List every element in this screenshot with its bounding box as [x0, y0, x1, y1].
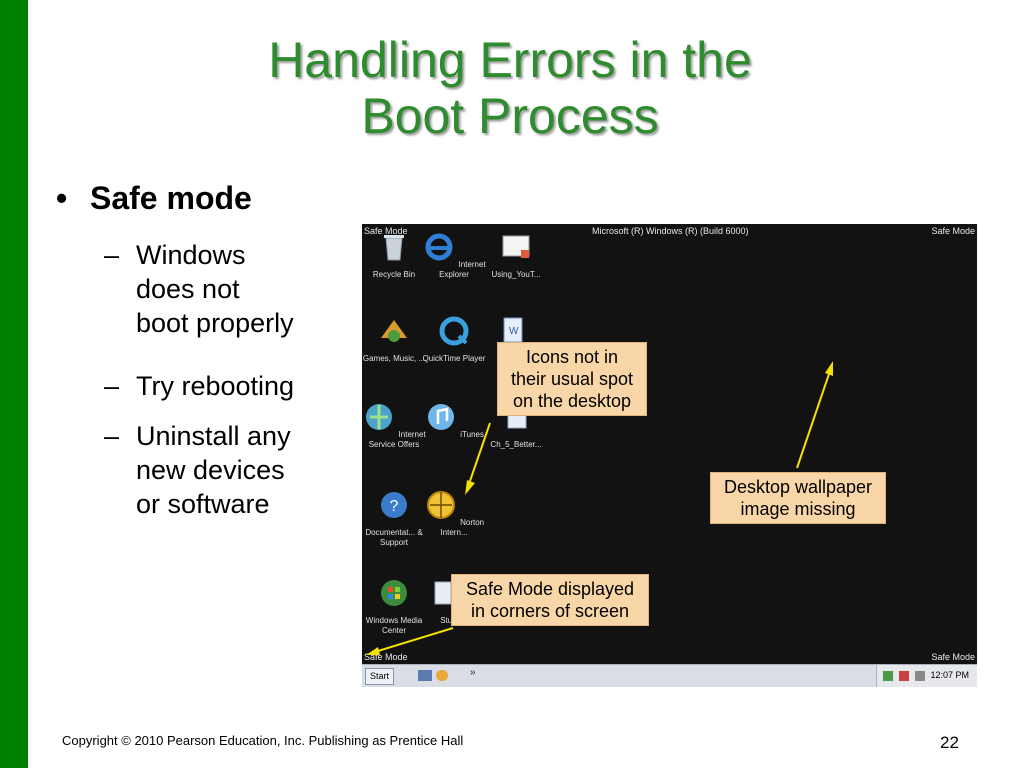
- dash-icon: –: [104, 371, 120, 401]
- icon-label: QuickTime Player: [422, 354, 486, 363]
- desktop-icon-games[interactable]: Games, Music, ...: [362, 314, 426, 364]
- arrow-to-wallpaper: [796, 373, 830, 469]
- arrow-to-icons: [469, 422, 491, 482]
- bullet-safe-mode: • Safe mode: [56, 180, 252, 217]
- help-support-icon: ?: [381, 492, 407, 518]
- corner-label-top-left: Safe Mode: [364, 226, 408, 236]
- dash-icon: –: [104, 421, 120, 451]
- window-build-caption: Microsoft (R) Windows (R) (Build 6000): [592, 226, 749, 236]
- dash-icon: –: [104, 240, 120, 270]
- bullet-text: Safe mode: [90, 180, 252, 216]
- document-shortcut-icon: [502, 235, 530, 258]
- title-line-1: Handling Errors in the: [268, 32, 752, 88]
- icon-label: Games, Music, ...: [362, 354, 426, 363]
- internet-explorer-icon: [425, 233, 453, 261]
- sub-item-windows: – Windows does not boot properly: [104, 238, 344, 348]
- callout-icons: Icons not in their usual spot on the des…: [497, 342, 647, 416]
- icon-label: Internet Explorer: [439, 260, 486, 279]
- show-desktop-icon[interactable]: [418, 670, 432, 681]
- start-button[interactable]: Start: [365, 668, 395, 685]
- page-number: 22: [940, 733, 959, 752]
- svg-text:W: W: [509, 326, 519, 337]
- desktop-icon-help-support[interactable]: ? Documentat... & Support: [362, 488, 426, 548]
- icon-label: Internet Service Offers: [368, 430, 426, 449]
- arrow-to-corner: [377, 627, 454, 652]
- green-side-bar: [0, 0, 28, 768]
- bullet-icon: •: [56, 180, 68, 216]
- chevron-right-icon[interactable]: »: [470, 667, 476, 678]
- svg-text:?: ?: [390, 498, 399, 515]
- icon-label: Norton Intern...: [440, 518, 485, 537]
- icon-label: Recycle Bin: [372, 270, 416, 279]
- volume-icon[interactable]: [915, 671, 925, 681]
- corner-label-top-right: Safe Mode: [931, 226, 975, 236]
- icon-label: Documentat... & Support: [365, 528, 423, 547]
- corner-label-bottom-left: Safe Mode: [364, 652, 408, 662]
- games-icon: [381, 320, 407, 342]
- icon-label: Windows Media Center: [365, 616, 423, 635]
- arrowhead-wallpaper: [825, 361, 833, 376]
- desktop-icon-quicktime[interactable]: QuickTime Player: [422, 314, 486, 364]
- copyright-footer: Copyright © 2010 Pearson Education, Inc.…: [62, 733, 464, 748]
- icon-label: iTunes: [460, 430, 484, 439]
- media-center-icon: [381, 580, 407, 606]
- corner-label-bottom-right: Safe Mode: [931, 652, 975, 662]
- desktop-icon-itunes[interactable]: iTunes: [422, 400, 486, 440]
- title-line-2: Boot Process: [361, 88, 659, 144]
- callout-safe-mode: Safe Mode displayed in corners of screen: [451, 574, 649, 626]
- desktop-icon-media-center[interactable]: Windows Media Center: [362, 576, 426, 636]
- sub-item-reboot: – Try rebooting: [104, 369, 344, 405]
- arrowhead-corner: [366, 647, 380, 655]
- network-icon[interactable]: [883, 671, 893, 681]
- icon-label: Ch_5_Better...: [490, 440, 542, 449]
- taskbar: Start » 12:07 PM: [362, 664, 977, 687]
- desktop-icon-internet-explorer[interactable]: Internet Explorer: [422, 230, 486, 280]
- arrowhead-icons: [465, 480, 475, 495]
- slide-title: Handling Errors in the Boot Process: [190, 32, 830, 144]
- callout-wallpaper: Desktop wallpaper image missing: [710, 472, 886, 524]
- desktop-icon-service-offers[interactable]: Internet Service Offers: [362, 400, 426, 450]
- norton-icon: [426, 491, 455, 519]
- sub-item-text: Try rebooting: [136, 371, 295, 401]
- desktop-icon-recycle-bin[interactable]: Recycle Bin: [362, 230, 426, 280]
- sub-item-text: Windows does not boot properly: [136, 240, 294, 338]
- desktop-icon-norton[interactable]: Norton Intern...: [422, 488, 486, 538]
- system-tray: 12:07 PM: [876, 665, 977, 687]
- security-icon[interactable]: [899, 671, 909, 681]
- sub-item-uninstall: – Uninstall any new devices or software: [104, 419, 344, 529]
- itunes-icon: [428, 404, 455, 430]
- service-offers-icon: [366, 404, 393, 430]
- icon-label: Using_YouT...: [491, 270, 541, 279]
- desktop-icon-using-youtube[interactable]: Using_YouT...: [484, 230, 548, 280]
- sub-item-text: Uninstall any new devices or software: [136, 421, 291, 519]
- taskbar-clock: 12:07 PM: [930, 670, 969, 680]
- quick-launch-icon[interactable]: [436, 670, 448, 681]
- quicktime-icon: [439, 316, 469, 346]
- recycle-bin-icon: [384, 235, 404, 261]
